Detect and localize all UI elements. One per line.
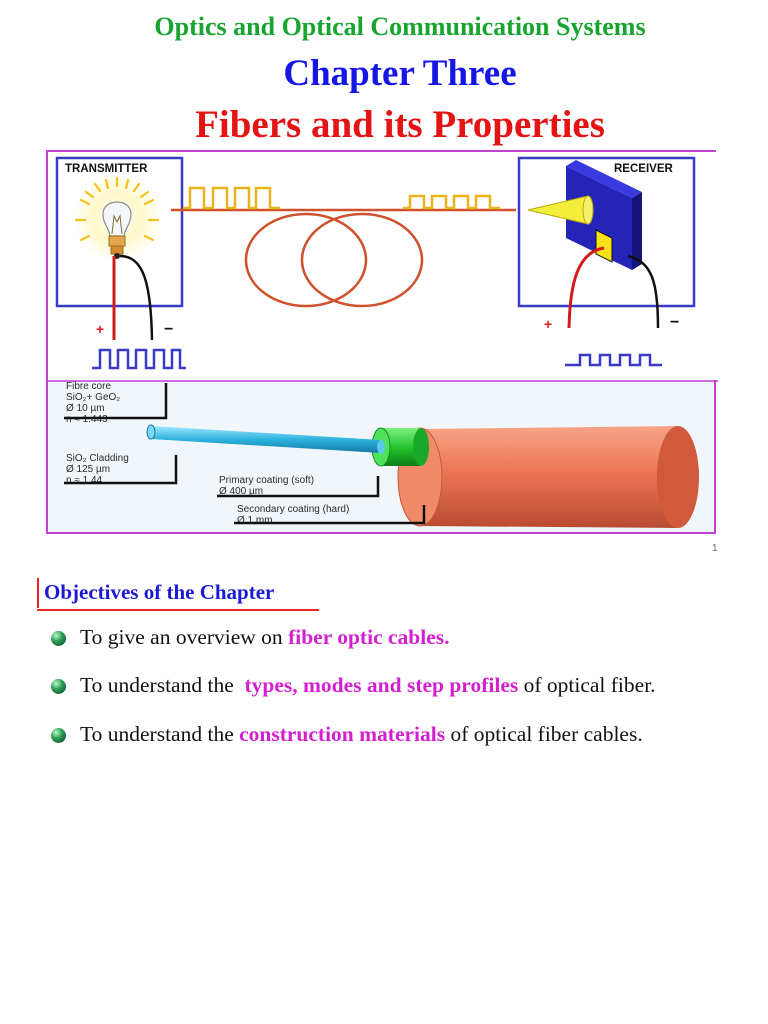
transmitted-optical-pulses: [183, 186, 280, 210]
objective-text: To give an overview on: [80, 625, 289, 649]
rx-plus-terminal: +: [544, 316, 552, 332]
light-bulb-icon: [73, 174, 161, 262]
secondary-coating-callout: Secondary coating (hard) Ø 1 mm: [234, 504, 426, 526]
objective-text: of optical fiber.: [518, 673, 656, 697]
page-number: 1: [712, 543, 718, 554]
rx-minus-terminal: −: [670, 314, 679, 331]
course-title: Optics and Optical Communication Systems: [154, 12, 646, 41]
objective-text: To understand the: [80, 722, 240, 746]
fiber-cable-cutaway: [146, 424, 699, 528]
heading-accent-bar: [37, 578, 39, 608]
objective-text: of optical fiber cables.: [445, 722, 643, 746]
heading-underline: [37, 609, 319, 611]
fiber-loop-1: [244, 212, 368, 308]
fiber-link-figure: TRANSMITTER + −: [46, 150, 718, 534]
photodetector-icon: [527, 160, 642, 270]
bullet-icon: [51, 679, 66, 694]
cladding-label-line: Ø 125 µm: [66, 464, 110, 475]
tx-plus-terminal: +: [96, 321, 104, 337]
chapter-title: Chapter Three: [283, 53, 517, 94]
fiber-link-diagram: TRANSMITTER + −: [48, 152, 718, 528]
secondary-label-line: Secondary coating (hard): [237, 504, 349, 515]
core-label-line: Ø 10 µm: [66, 403, 105, 414]
cladding-label-line: n ≈ 1.44: [66, 475, 103, 486]
objective-text: To understand the: [80, 673, 245, 697]
core-label-line: Fibre core: [66, 381, 111, 392]
primary-coating-callout: Primary coating (soft) Ø 400 µm: [217, 475, 380, 498]
core-label-line: SiO₂+ GeO₂: [66, 392, 120, 403]
received-optical-pulses: [403, 194, 500, 210]
output-pulse-train: [565, 353, 662, 367]
cladding-label-line: SiO₂ Cladding: [66, 453, 129, 464]
objective-highlight: fiber optic cables.: [288, 625, 450, 649]
primary-label-line: Primary coating (soft): [219, 475, 314, 486]
input-pulse-train: [92, 348, 186, 370]
primary-label-line: Ø 400 µm: [219, 486, 263, 497]
objective-highlight: types, modes and step profiles: [244, 673, 519, 697]
core-label-line: n ≈ 1.443: [66, 414, 108, 425]
bullet-icon: [51, 728, 66, 743]
receiver-label: RECEIVER: [614, 163, 673, 175]
secondary-label-line: Ø 1 mm: [237, 515, 273, 526]
transmitter-label: TRANSMITTER: [65, 163, 148, 175]
objectives-heading: Objectives of the Chapter: [44, 580, 275, 604]
fiber-loop-2: [300, 212, 424, 308]
objective-highlight: construction materials: [239, 722, 446, 746]
bullet-icon: [51, 631, 66, 646]
tx-minus-terminal: −: [164, 321, 173, 338]
topic-title: Fibers and its Properties: [195, 103, 605, 146]
core-callout: Fibre core SiO₂+ GeO₂ Ø 10 µm n ≈ 1.443: [64, 381, 168, 425]
cladding-callout: SiO₂ Cladding Ø 125 µm n ≈ 1.44: [64, 453, 178, 486]
